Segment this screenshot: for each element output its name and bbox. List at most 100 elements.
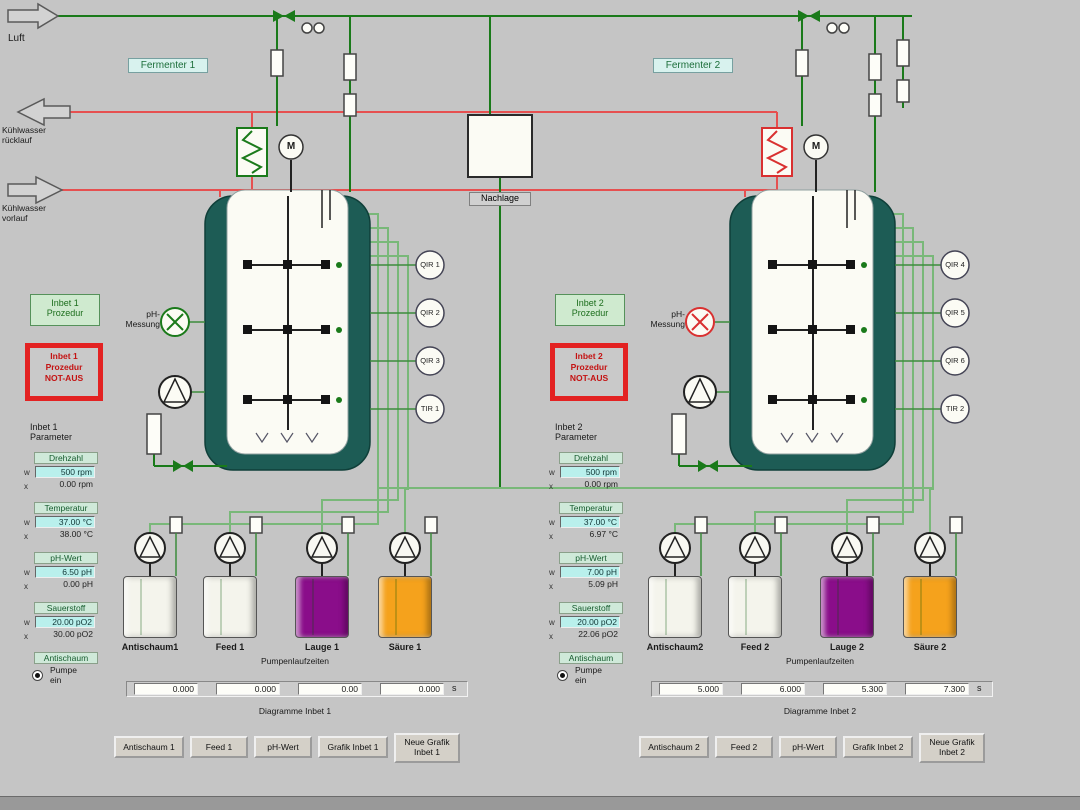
kuehlwasser-vorlauf-label: Kühlwasser vorlauf xyxy=(2,203,46,223)
luft-arrow-icon xyxy=(7,2,60,30)
tank-label: Säure 2 xyxy=(913,642,947,652)
motor-label: M xyxy=(811,141,821,152)
runtime-display: 5.300 xyxy=(823,683,887,695)
parameter-title: Inbet 2 Parameter xyxy=(555,422,598,443)
diagramme-label: Diagramme Inbet 1 xyxy=(258,706,332,716)
ph-wert-button[interactable]: pH-Wert xyxy=(254,736,312,758)
pumpe-ein-label: Pumpe ein xyxy=(575,665,602,685)
w-prefix: w xyxy=(549,518,555,527)
tank xyxy=(728,576,782,638)
x-prefix: x xyxy=(549,632,553,641)
setpoint-field[interactable]: 20.00 pO2 xyxy=(35,616,95,628)
ph-wert-button[interactable]: pH-Wert xyxy=(779,736,837,758)
fermenter-title: Fermenter 2 xyxy=(653,58,733,73)
antischaum-header: Antischaum xyxy=(34,652,98,664)
ph-sensor-label: pH- Messung xyxy=(650,309,686,329)
param-group-header: Temperatur xyxy=(34,502,98,514)
pumpenlaufzeiten-label: Pumpenlaufzeiten xyxy=(260,656,330,666)
fermenter-title: Fermenter 1 xyxy=(128,58,208,73)
diagramme-label: Diagramme Inbet 2 xyxy=(783,706,857,716)
parameter-title: Inbet 1 Parameter xyxy=(30,422,73,443)
runtime-unit: s xyxy=(452,683,457,693)
fitting-icon xyxy=(896,79,910,103)
setpoint-field[interactable]: 37.00 °C xyxy=(35,516,95,528)
setpoint-field[interactable]: 20.00 pO2 xyxy=(560,616,620,628)
w-prefix: w xyxy=(549,468,555,477)
setpoint-field[interactable]: 7.00 pH xyxy=(560,566,620,578)
actual-value: 0.00 rpm xyxy=(584,479,618,489)
x-prefix: x xyxy=(24,632,28,641)
antischaum-button[interactable]: Antischaum 1 xyxy=(114,736,184,758)
runtime-display: 5.000 xyxy=(659,683,723,695)
pumpe-ein-radio[interactable] xyxy=(32,670,43,681)
fitting-icon xyxy=(896,39,910,67)
param-group-header: pH-Wert xyxy=(34,552,98,564)
nachlage-label: Nachlage xyxy=(469,192,531,206)
actual-value: 0.00 rpm xyxy=(59,479,93,489)
setpoint-field[interactable]: 6.50 pH xyxy=(35,566,95,578)
kuehlwasser-ruecklauf-arrow-icon xyxy=(16,97,71,127)
fermenter-panel-1: Fermenter 1 M pH- Messung QIR 1 QIR 2 QI… xyxy=(0,0,555,810)
prozedur-button[interactable]: Inbet 1 Prozedur xyxy=(30,294,100,326)
feed-button[interactable]: Feed 2 xyxy=(715,736,773,758)
actual-value: 5.09 pH xyxy=(588,579,618,589)
grafik-button[interactable]: Grafik Inbet 1 xyxy=(318,736,388,758)
runtime-display: 7.300 xyxy=(905,683,969,695)
runtime-display: 0.000 xyxy=(134,683,198,695)
x-prefix: x xyxy=(549,532,553,541)
x-prefix: x xyxy=(24,582,28,591)
notaus-button[interactable]: Inbet 1 Prozedur NOT-AUS xyxy=(25,343,103,401)
tank-label: Antischaum2 xyxy=(646,642,704,652)
luft-label: Luft xyxy=(8,33,25,44)
actual-value: 0.00 pH xyxy=(63,579,93,589)
antischaum-header: Antischaum xyxy=(559,652,623,664)
actual-value: 38.00 °C xyxy=(59,529,93,539)
x-prefix: x xyxy=(24,532,28,541)
tank-label: Feed 2 xyxy=(740,642,770,652)
sensor-tag: QIR 6 xyxy=(945,356,965,365)
tank xyxy=(378,576,432,638)
actual-value: 22.06 pO2 xyxy=(578,629,618,639)
motor-label: M xyxy=(286,141,296,152)
runtime-display: 6.000 xyxy=(741,683,805,695)
w-prefix: w xyxy=(549,618,555,627)
param-group-header: Sauerstoff xyxy=(34,602,98,614)
w-prefix: w xyxy=(24,618,30,627)
kuehlwasser-vorlauf-arrow-icon xyxy=(7,175,64,205)
feed-button[interactable]: Feed 1 xyxy=(190,736,248,758)
sensor-tag: TIR 1 xyxy=(420,404,440,413)
prozedur-button[interactable]: Inbet 2 Prozedur xyxy=(555,294,625,326)
ph-sensor-label: pH- Messung xyxy=(125,309,161,329)
sensor-tag: QIR 4 xyxy=(945,260,965,269)
grafik-button[interactable]: Grafik Inbet 2 xyxy=(843,736,913,758)
runtime-unit: s xyxy=(977,683,982,693)
w-prefix: w xyxy=(24,568,30,577)
sensor-tag: QIR 2 xyxy=(420,308,440,317)
tank-label: Antischaum1 xyxy=(121,642,179,652)
kuehlwasser-ruecklauf-label: Kühlwasser rücklauf xyxy=(2,125,46,145)
x-prefix: x xyxy=(24,482,28,491)
tank xyxy=(295,576,349,638)
setpoint-field[interactable]: 500 rpm xyxy=(35,466,95,478)
sensor-tag: QIR 5 xyxy=(945,308,965,317)
notaus-button[interactable]: Inbet 2 Prozedur NOT-AUS xyxy=(550,343,628,401)
neue-grafik-button[interactable]: Neue Grafik Inbet 2 xyxy=(919,733,985,763)
setpoint-field[interactable]: 500 rpm xyxy=(560,466,620,478)
neue-grafik-button[interactable]: Neue Grafik Inbet 1 xyxy=(394,733,460,763)
tank xyxy=(903,576,957,638)
sensor-tag: TIR 2 xyxy=(945,404,965,413)
tank-label: Lauge 1 xyxy=(304,642,339,652)
param-group-header: pH-Wert xyxy=(559,552,623,564)
bottom-strip xyxy=(0,796,1080,810)
setpoint-field[interactable]: 37.00 °C xyxy=(560,516,620,528)
pumpe-ein-radio[interactable] xyxy=(557,670,568,681)
param-group-header: Sauerstoff xyxy=(559,602,623,614)
fermenter-panel-2: Fermenter 2 M pH- Messung QIR 4 QIR 5 QI… xyxy=(525,0,1080,810)
tank xyxy=(123,576,177,638)
pumpenlaufzeiten-label: Pumpenlaufzeiten xyxy=(785,656,855,666)
actual-value: 6.97 °C xyxy=(589,529,618,539)
actual-value: 30.00 pO2 xyxy=(53,629,93,639)
antischaum-button[interactable]: Antischaum 2 xyxy=(639,736,709,758)
